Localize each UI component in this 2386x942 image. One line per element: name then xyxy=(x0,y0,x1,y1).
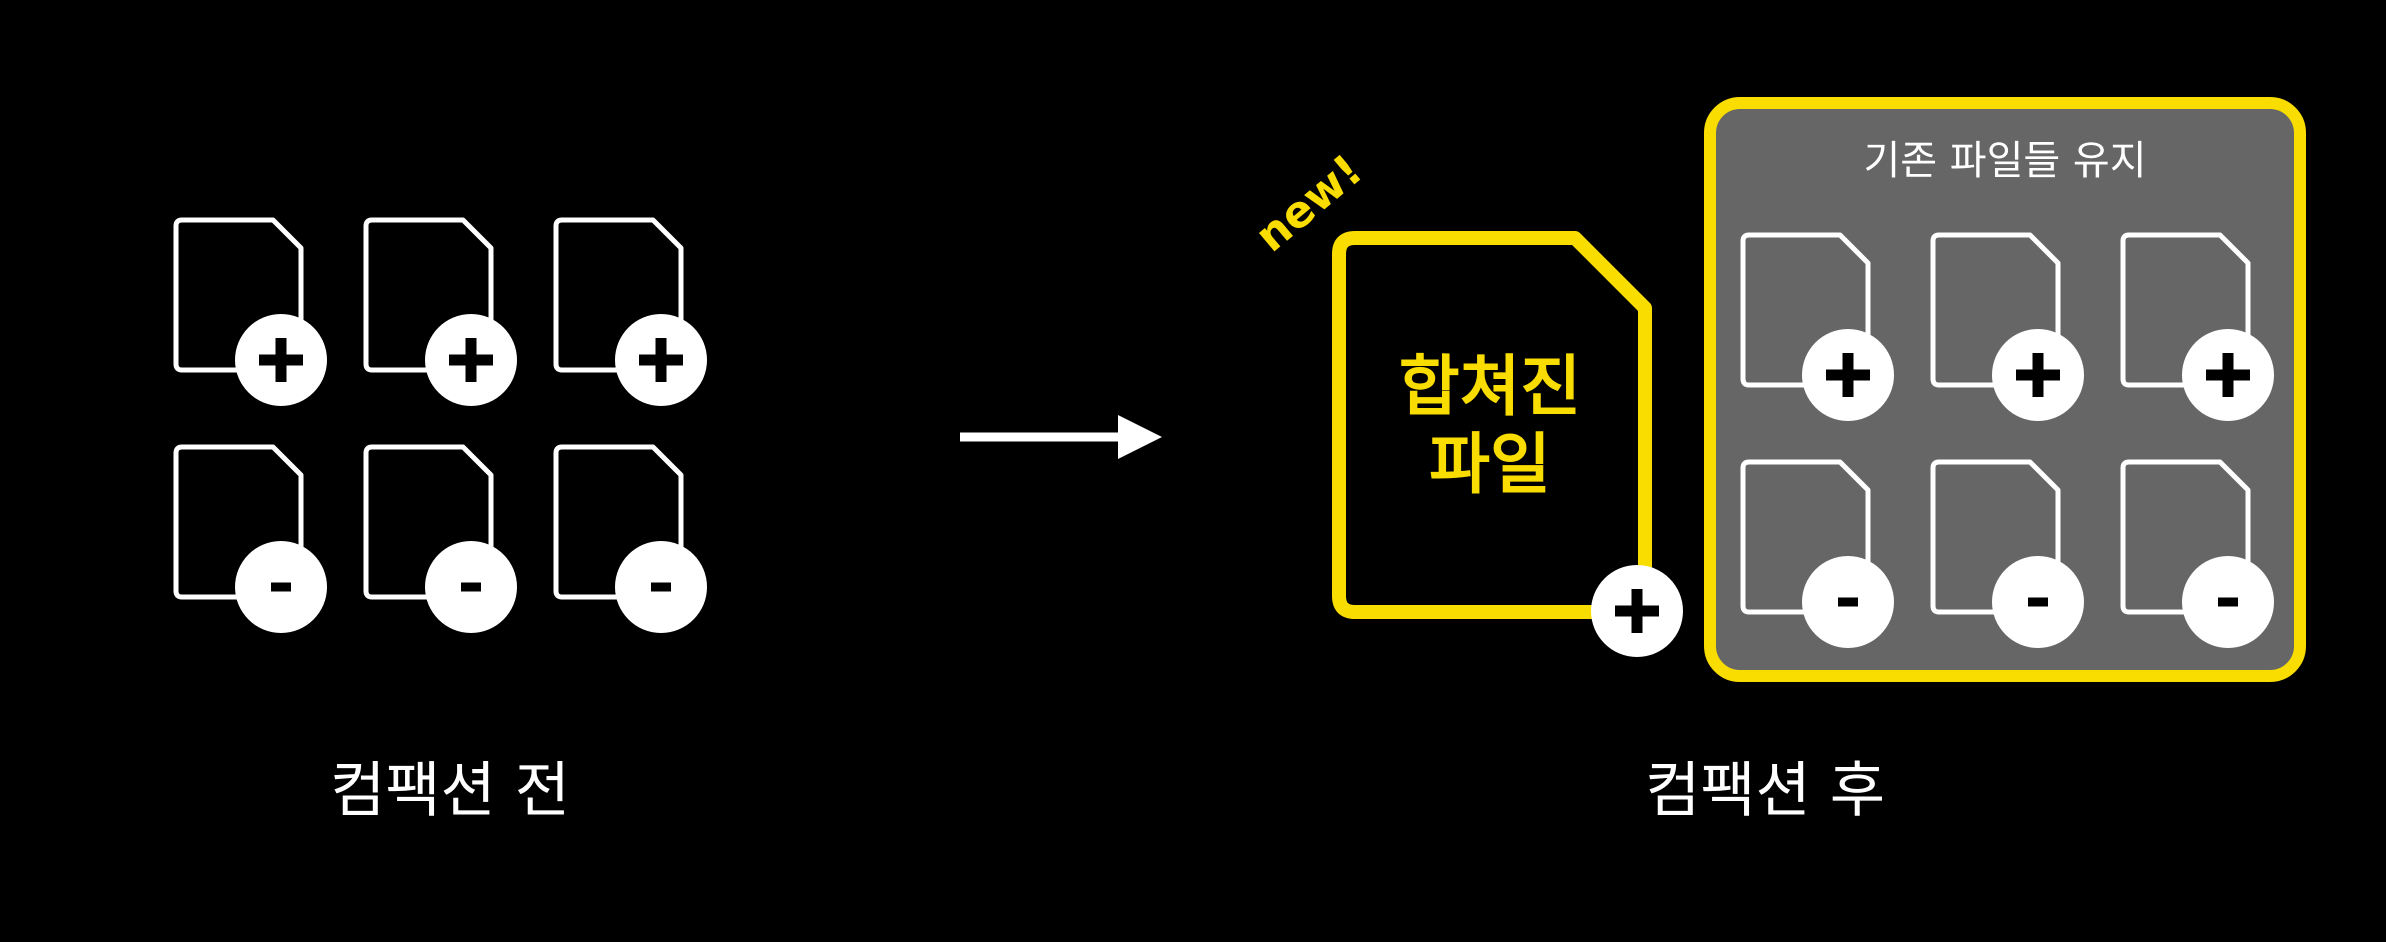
minus-icon xyxy=(1838,597,1858,607)
after-caption: 컴팩션 후 xyxy=(1645,756,1885,826)
file-plus-icon xyxy=(363,217,517,406)
minus-icon xyxy=(2218,597,2238,607)
plus-icon xyxy=(1826,353,1870,397)
merged-file-label-line2: 파일 xyxy=(1429,426,1551,503)
right-arrow-icon xyxy=(960,415,1162,459)
plus-icon xyxy=(449,338,493,382)
file-minus-icon xyxy=(553,444,707,633)
file-minus-icon xyxy=(363,444,517,633)
file-minus-icon xyxy=(173,444,327,633)
minus-icon xyxy=(2028,597,2048,607)
file-plus-icon xyxy=(1740,232,1894,421)
minus-icon xyxy=(461,582,481,592)
file-plus-icon xyxy=(173,217,327,406)
plus-icon xyxy=(2016,353,2060,397)
before-file-grid xyxy=(173,217,707,633)
plus-icon xyxy=(1615,589,1659,633)
minus-icon xyxy=(651,582,671,592)
kept-files-box xyxy=(1704,97,2306,682)
file-plus-icon xyxy=(553,217,707,406)
kept-box-title: 기존 파일들 유지 xyxy=(1863,138,2147,184)
minus-icon xyxy=(271,582,291,592)
merged-file-label: 합쳐진 파일 xyxy=(1340,348,1640,504)
file-minus-icon xyxy=(1930,459,2084,648)
file-plus-icon xyxy=(1930,232,2084,421)
plus-icon xyxy=(259,338,303,382)
plus-icon xyxy=(2206,353,2250,397)
file-minus-icon xyxy=(1740,459,1894,648)
merged-file-icon xyxy=(1332,231,1683,657)
plus-icon xyxy=(639,338,683,382)
before-caption: 컴팩션 전 xyxy=(330,756,570,826)
file-minus-icon xyxy=(2120,459,2274,648)
merged-file-label-line1: 합쳐진 xyxy=(1398,348,1582,425)
file-plus-icon xyxy=(2120,232,2274,421)
